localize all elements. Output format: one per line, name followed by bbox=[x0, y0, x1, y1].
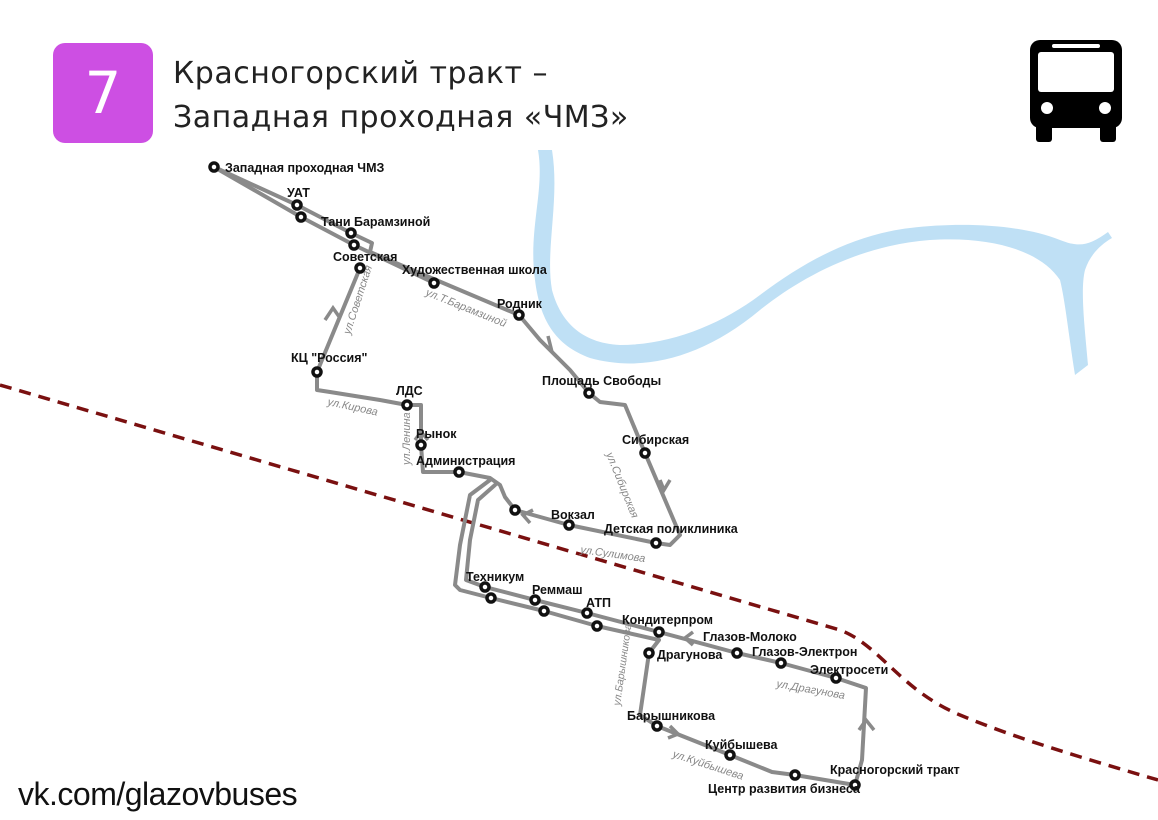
footer-link[interactable]: vk.com/glazovbuses bbox=[18, 776, 298, 812]
street-label: ул.Ленина bbox=[401, 412, 413, 466]
stop-label-konditer: Кондитерпром bbox=[622, 613, 713, 627]
stop-marker[interactable] bbox=[775, 657, 787, 669]
railway-line bbox=[0, 383, 1158, 782]
stop-label-kc: КЦ "Россия" bbox=[291, 351, 368, 365]
stop-marker[interactable] bbox=[291, 199, 303, 211]
stop-label-baryshnikova: Барышникова bbox=[627, 709, 716, 723]
stop-marker[interactable] bbox=[650, 537, 662, 549]
stop-marker[interactable] bbox=[789, 769, 801, 781]
stop-marker[interactable] bbox=[479, 581, 491, 593]
stop-label-kuibysheva: Куйбышева bbox=[705, 738, 779, 752]
route-number: 7 bbox=[84, 59, 122, 127]
stop-label-rodnik: Родник bbox=[497, 297, 543, 311]
stop-marker[interactable] bbox=[509, 504, 521, 516]
stop-marker[interactable] bbox=[295, 211, 307, 223]
stop-marker[interactable] bbox=[428, 277, 440, 289]
stop-label-admin: Администрация bbox=[416, 454, 515, 468]
route-title-line2: Западная проходная «ЧМЗ» bbox=[173, 100, 629, 135]
stop-label-sibirskaya: Сибирская bbox=[622, 433, 689, 447]
stop-label-krasnogorsky: Красногорский тракт bbox=[830, 763, 960, 777]
stop-label-hudozh: Художественная школа bbox=[402, 263, 548, 277]
stop-label-uat: УАТ bbox=[287, 186, 310, 200]
stop-label-sovetskaya: Советская bbox=[333, 250, 397, 264]
stop-marker[interactable] bbox=[513, 309, 525, 321]
route-title: Красногорский тракт – Западная проходная… bbox=[173, 52, 629, 140]
stop-marker[interactable] bbox=[581, 607, 593, 619]
stop-marker[interactable] bbox=[563, 519, 575, 531]
stop-label-elektron: Глазов-Электрон bbox=[752, 645, 857, 659]
stop-label-elektroseti: Электросети bbox=[810, 663, 888, 677]
stop-label-centr: Центр развития бизнеса bbox=[708, 782, 861, 796]
stop-label-tehnikum: Техникум bbox=[466, 570, 524, 584]
stop-marker[interactable] bbox=[639, 447, 651, 459]
stop-marker[interactable] bbox=[849, 779, 861, 791]
stop-marker[interactable] bbox=[651, 720, 663, 732]
stop-marker[interactable] bbox=[401, 399, 413, 411]
stop-marker[interactable] bbox=[348, 239, 360, 251]
stop-label-ploshad: Площадь Свободы bbox=[542, 374, 661, 388]
route-title-line1: Красногорский тракт – bbox=[173, 56, 549, 91]
street-label: ул.Сулимова bbox=[579, 544, 646, 565]
stops bbox=[208, 161, 861, 791]
stop-marker[interactable] bbox=[653, 626, 665, 638]
stop-label-moloko: Глазов-Молоко bbox=[703, 630, 797, 644]
street-label: ул.Барышникова bbox=[611, 623, 635, 707]
river bbox=[533, 150, 1112, 375]
stop-marker[interactable] bbox=[583, 387, 595, 399]
stop-marker[interactable] bbox=[311, 366, 323, 378]
stop-label-detskaya: Детская поликлиника bbox=[604, 522, 739, 536]
stop-marker[interactable] bbox=[591, 620, 603, 632]
stop-marker[interactable] bbox=[724, 749, 736, 761]
route-number-badge: 7 bbox=[53, 43, 153, 143]
stop-marker[interactable] bbox=[538, 605, 550, 617]
stop-marker[interactable] bbox=[354, 262, 366, 274]
stop-label-vokzal: Вокзал bbox=[551, 508, 595, 522]
street-label: ул.Сибирская bbox=[603, 450, 641, 520]
stop-marker[interactable] bbox=[731, 647, 743, 659]
stop-label-dragunova: Драгунова bbox=[657, 648, 723, 662]
stop-label-remmash: Реммаш bbox=[532, 583, 583, 597]
stop-label-rynok: Рынок bbox=[416, 427, 457, 441]
stop-marker[interactable] bbox=[643, 647, 655, 659]
stop-marker[interactable] bbox=[453, 466, 465, 478]
stop-marker[interactable] bbox=[208, 161, 220, 173]
stop-label-lds: ЛДС bbox=[396, 384, 423, 398]
stop-marker[interactable] bbox=[345, 227, 357, 239]
stop-label-tani: Тани Барамзиной bbox=[321, 215, 430, 229]
stop-marker[interactable] bbox=[485, 592, 497, 604]
stop-marker[interactable] bbox=[830, 672, 842, 684]
bus-icon bbox=[1030, 40, 1122, 142]
stop-label-atp: АТП bbox=[586, 596, 611, 610]
stop-label-zapadnaya: Западная проходная ЧМЗ bbox=[225, 161, 385, 175]
stop-marker[interactable] bbox=[529, 594, 541, 606]
stop-marker[interactable] bbox=[415, 439, 427, 451]
